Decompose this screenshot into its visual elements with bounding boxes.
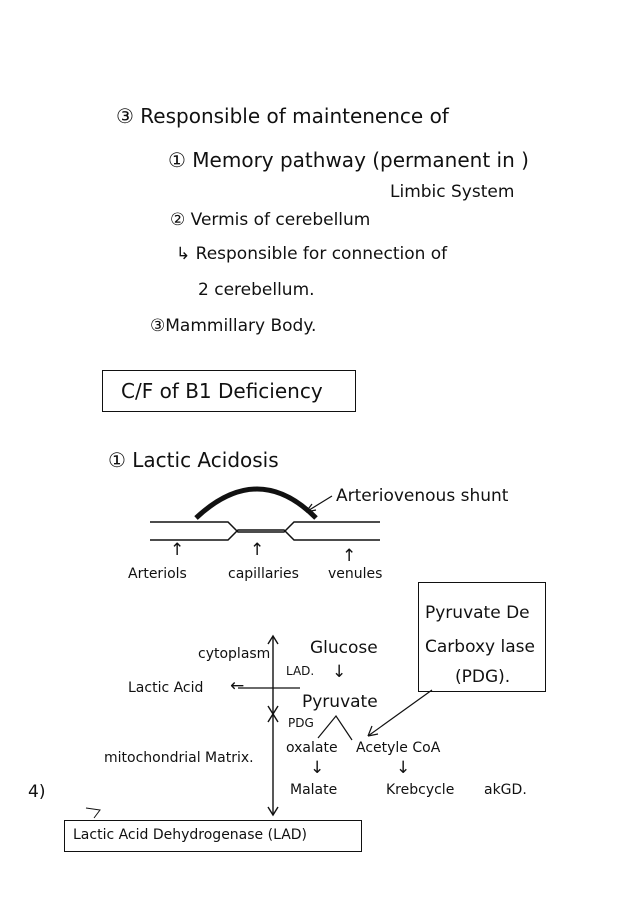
cf-box-label: C/F of B1 Deficiency [121,379,323,403]
lad-box: Lactic Acid Dehydrogenase (LAD) [64,820,362,852]
acetyl-coa-label: Acetyle CoA [356,740,441,756]
akgd-label: akGD. [484,782,527,798]
capillaries-label: capillaries [228,566,299,582]
arterioles-arrow: ↑ [170,540,185,560]
arterioles-label: Arteriols [128,566,187,582]
mito-matrix-label: mitochondrial Matrix. [104,750,254,766]
pdg-box-line2: Carboxy lase [425,637,535,657]
cytoplasm-label: cytoplasm [198,646,271,662]
lad-box-label: Lactic Acid Dehydrogenase (LAD) [73,827,308,843]
lactic-acidosis-heading: ① Lactic Acidosis [108,448,279,472]
pyruvate-label: Pyruvate [302,692,378,712]
malate-label: Malate [290,782,338,798]
oxalate-down-arrow: ↓ [310,758,325,778]
margin-number: 4) [28,782,46,802]
to-lactic-arrow: ← [230,676,245,696]
glucose-down-arrow: ↓ [332,662,347,682]
item2-connection: ↳ Responsible for connection of [176,244,448,264]
item1-limbic-system: Limbic System [390,182,515,202]
pdg-box-line1: Pyruvate De [425,603,530,623]
item1-memory-pathway: ① Memory pathway (permanent in ) [168,148,529,172]
capillaries-arrow: ↑ [250,540,265,560]
venules-arrow: ↑ [342,546,357,566]
item2-vermis: ② Vermis of cerebellum [170,210,371,230]
krebs-cycle-label: Krebcycle [386,782,455,798]
cf-box: C/F of B1 Deficiency [102,370,356,412]
lactic-acid-label: Lactic Acid [128,680,204,696]
item3-mammillary-body: ③Mammillary Body. [150,316,317,336]
acetyl-down-arrow: ↓ [396,758,411,778]
glucose-label: Glucose [310,638,378,658]
pdg-label: PDG [288,716,314,730]
item2-cerebellum: 2 cerebellum. [198,280,315,300]
lad-label: LAD. [286,664,315,678]
pdg-box: Pyruvate De Carboxy lase (PDG). [418,582,546,692]
venules-label: venules [328,566,383,582]
av-shunt-label: Arteriovenous shunt [336,486,509,506]
section3-heading: ③ Responsible of maintenence of [116,104,449,128]
oxalate-label: oxalate [286,740,338,756]
pdg-box-line3: (PDG). [455,667,511,687]
